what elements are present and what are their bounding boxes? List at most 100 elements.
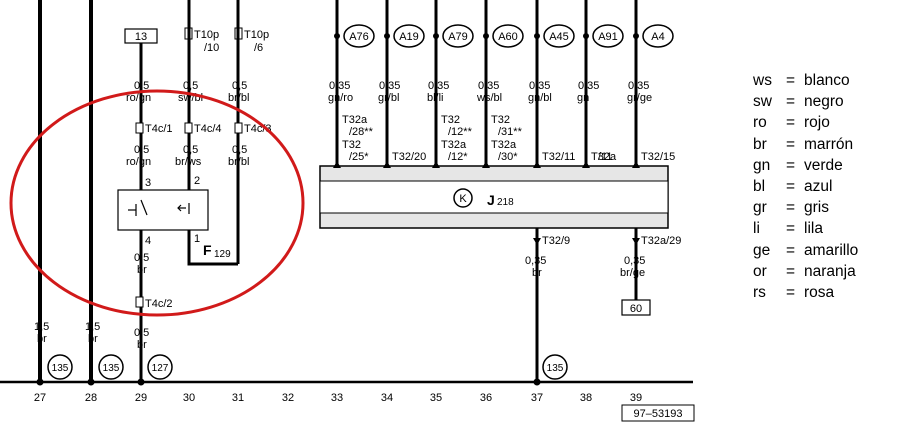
col29-bot-color: br xyxy=(137,339,147,351)
wire-size: 0,35 xyxy=(428,80,449,92)
ref-circle-27[interactable] xyxy=(47,354,73,380)
ref-circle[interactable] xyxy=(592,24,624,48)
legend-row: gr=gris xyxy=(753,197,858,218)
pin-arrow xyxy=(533,161,541,168)
legend-eq: = xyxy=(786,135,796,153)
ref-text: A79 xyxy=(448,31,468,43)
junction-dot-37 xyxy=(533,378,541,386)
col29-low-color: br xyxy=(137,264,147,276)
module-label: J xyxy=(487,192,495,208)
col29-conn1: T4c/1 xyxy=(145,123,173,135)
junction-dot-27 xyxy=(36,378,44,386)
legend-code: ge xyxy=(753,241,771,259)
col37-size: 0,35 xyxy=(525,255,546,267)
pin-arrow-col37 xyxy=(533,238,541,245)
ref-circle[interactable] xyxy=(642,24,674,48)
legend-name: marrón xyxy=(804,135,854,153)
junction-dot xyxy=(583,33,589,39)
col29-conn2: T4c/2 xyxy=(145,298,173,310)
legend-code: ws xyxy=(753,72,772,89)
col30-top-size: 0,5 xyxy=(183,80,198,92)
wire-size: 0,35 xyxy=(529,80,550,92)
switch-sub: 129 xyxy=(214,249,231,260)
ref-circle[interactable] xyxy=(343,24,375,48)
ref-circle-29[interactable] xyxy=(147,354,173,380)
col31-mid-size: 0,5 xyxy=(232,144,247,156)
junction-dot xyxy=(433,33,439,39)
col30-conn-pin: /10 xyxy=(204,42,219,54)
legend-row: br = marrón xyxy=(753,134,858,155)
ref-circle[interactable] xyxy=(543,24,575,48)
column-number: 32 xyxy=(282,392,294,404)
legend-code: gn xyxy=(753,156,771,174)
highlight-ellipse xyxy=(9,89,305,317)
wire-size-28: 1,5 xyxy=(85,321,100,333)
ref-text-27: 135 xyxy=(52,363,69,374)
col37-pin: T32/9 xyxy=(542,235,570,247)
ref-text: A4 xyxy=(651,31,664,43)
box-60[interactable] xyxy=(621,299,651,316)
pin-label: T32a xyxy=(441,139,467,151)
legend-code: bl xyxy=(753,178,766,196)
wire-color-27: br xyxy=(37,333,47,345)
column-number: 34 xyxy=(381,392,393,404)
ref-circle-37[interactable] xyxy=(542,354,568,380)
col30-mid-color: br/ws xyxy=(175,156,202,168)
box-13-text: 13 xyxy=(135,31,147,43)
legend-eq: = xyxy=(786,241,796,259)
column-number: 29 xyxy=(135,392,147,404)
ref-circle-28[interactable] xyxy=(98,354,124,380)
ref-circle[interactable] xyxy=(492,24,524,48)
pin-label: T32/15 xyxy=(641,151,675,163)
col39-color: br/ge xyxy=(620,267,645,279)
ref-text: A60 xyxy=(498,31,518,43)
module-sub: 218 xyxy=(497,197,514,208)
col31-mid-color: br/bl xyxy=(228,156,249,168)
col31-top-size: 0,5 xyxy=(232,80,247,92)
module-symbol-text: K xyxy=(459,193,467,205)
pin-label: T32/11 xyxy=(542,151,575,163)
col30-pin-top: 2 xyxy=(194,175,200,187)
junction-dot xyxy=(384,33,390,39)
col29-low-size: 0,5 xyxy=(134,252,149,264)
pin-label: /11 xyxy=(598,151,612,163)
switch-label: F xyxy=(203,242,212,258)
connector-icon xyxy=(184,122,193,134)
ref-text: A91 xyxy=(598,31,618,43)
ref-circle[interactable] xyxy=(393,24,425,48)
legend-name: gris xyxy=(804,199,829,217)
pin-label: T32 xyxy=(342,139,361,151)
box-60-text: 60 xyxy=(630,303,642,315)
wire-size: 0,35 xyxy=(329,80,350,92)
legend-row: or=naranja xyxy=(753,261,858,282)
column-number: 33 xyxy=(331,392,343,404)
wire-color: gn/ro xyxy=(328,92,353,104)
col29-mid-size: 0,5 xyxy=(134,144,149,156)
legend-name: naranja xyxy=(804,262,856,280)
legend-row: li=lila xyxy=(753,218,858,239)
legend-eq: = xyxy=(786,156,796,174)
legend-eq: = xyxy=(786,72,796,89)
col29-bot-size: 0,5 xyxy=(134,327,149,339)
column-number: 30 xyxy=(183,392,195,404)
ref-circle[interactable] xyxy=(442,24,474,48)
pin-arrow xyxy=(432,161,440,168)
pin-label: /31** xyxy=(498,126,523,138)
legend-row: ws=blanco xyxy=(753,70,858,91)
legend-eq: = xyxy=(786,220,796,238)
wire-color: gn xyxy=(577,92,589,104)
pin-label: T32a xyxy=(342,114,368,126)
legend-row: gn=verde xyxy=(753,155,858,176)
connector-icon xyxy=(135,296,144,308)
junction-dot xyxy=(483,33,489,39)
legend-code: br xyxy=(753,135,767,153)
legend-row: ro=rojo xyxy=(753,112,858,133)
legend-eq: = xyxy=(786,199,796,217)
pin-arrow-col39 xyxy=(632,238,640,245)
pin-label: /28** xyxy=(349,126,374,138)
legend-eq: = xyxy=(786,178,796,196)
column-number: 27 xyxy=(34,392,46,404)
pin-label: /12* xyxy=(448,151,468,163)
legend-row: ge=amarillo xyxy=(753,240,858,261)
